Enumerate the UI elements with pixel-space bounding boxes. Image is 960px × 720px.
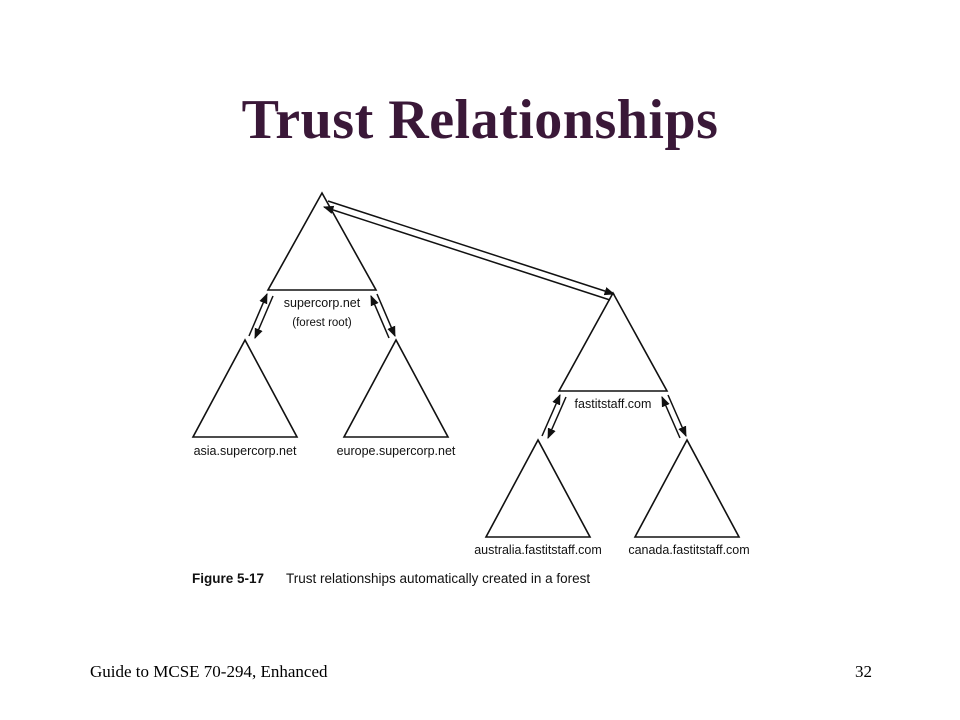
domain-label-fastitstaff: fastitstaff.com: [575, 397, 652, 411]
domain-triangle-fastitstaff: [557, 291, 669, 392]
domain-triangle-canada: [633, 438, 741, 538]
trust-arrow-europe-up: [370, 295, 390, 339]
domain-label-australia: australia.fastitstaff.com: [474, 543, 602, 557]
figure-caption-text: Trust relationships automatically create…: [286, 571, 590, 586]
domain-label-supercorp: supercorp.net: [284, 296, 361, 310]
domain-triangle-europe: [342, 338, 450, 438]
domain-note-forest-root: (forest root): [292, 317, 352, 329]
figure-number: Figure 5-17: [192, 571, 264, 586]
domain-label-asia: asia.supercorp.net: [194, 444, 297, 458]
slide-title: Trust Relationships: [241, 89, 719, 151]
trust-arrow-australia-down: [547, 396, 567, 439]
domain-triangle-asia: [191, 338, 299, 438]
trust-arrow-root-to-fastitstaff: [327, 200, 615, 296]
trust-arrow-australia-up: [541, 394, 561, 437]
trust-arrow-asia-down: [254, 295, 274, 339]
trust-arrow-europe-down: [376, 293, 396, 337]
domain-triangle-supercorp: [266, 191, 378, 291]
page-number: 32: [855, 662, 872, 681]
trust-arrow-fastitstaff-to-root: [323, 205, 611, 301]
footer-course-title: Guide to MCSE 70-294, Enhanced: [90, 662, 328, 681]
domain-label-canada: canada.fastitstaff.com: [628, 543, 749, 557]
domain-label-europe: europe.supercorp.net: [337, 444, 456, 458]
trust-arrow-canada-up: [661, 396, 681, 439]
domain-triangle-australia: [484, 438, 592, 538]
trust-arrow-asia-up: [248, 293, 268, 337]
trust-arrow-canada-down: [667, 394, 687, 437]
